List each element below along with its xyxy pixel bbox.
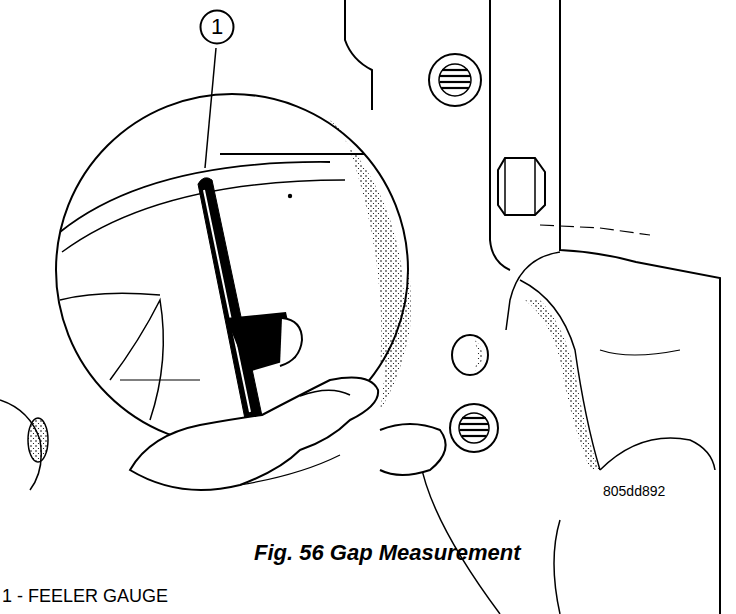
figure-code: 805dd892 bbox=[603, 484, 665, 499]
figure-caption: Fig. 56 Gap Measurement bbox=[254, 541, 521, 565]
legend-key: 1 - FEELER GAUGE bbox=[2, 587, 168, 607]
callout-number: 1 bbox=[199, 9, 235, 45]
callout-circle: 1 bbox=[199, 9, 235, 45]
